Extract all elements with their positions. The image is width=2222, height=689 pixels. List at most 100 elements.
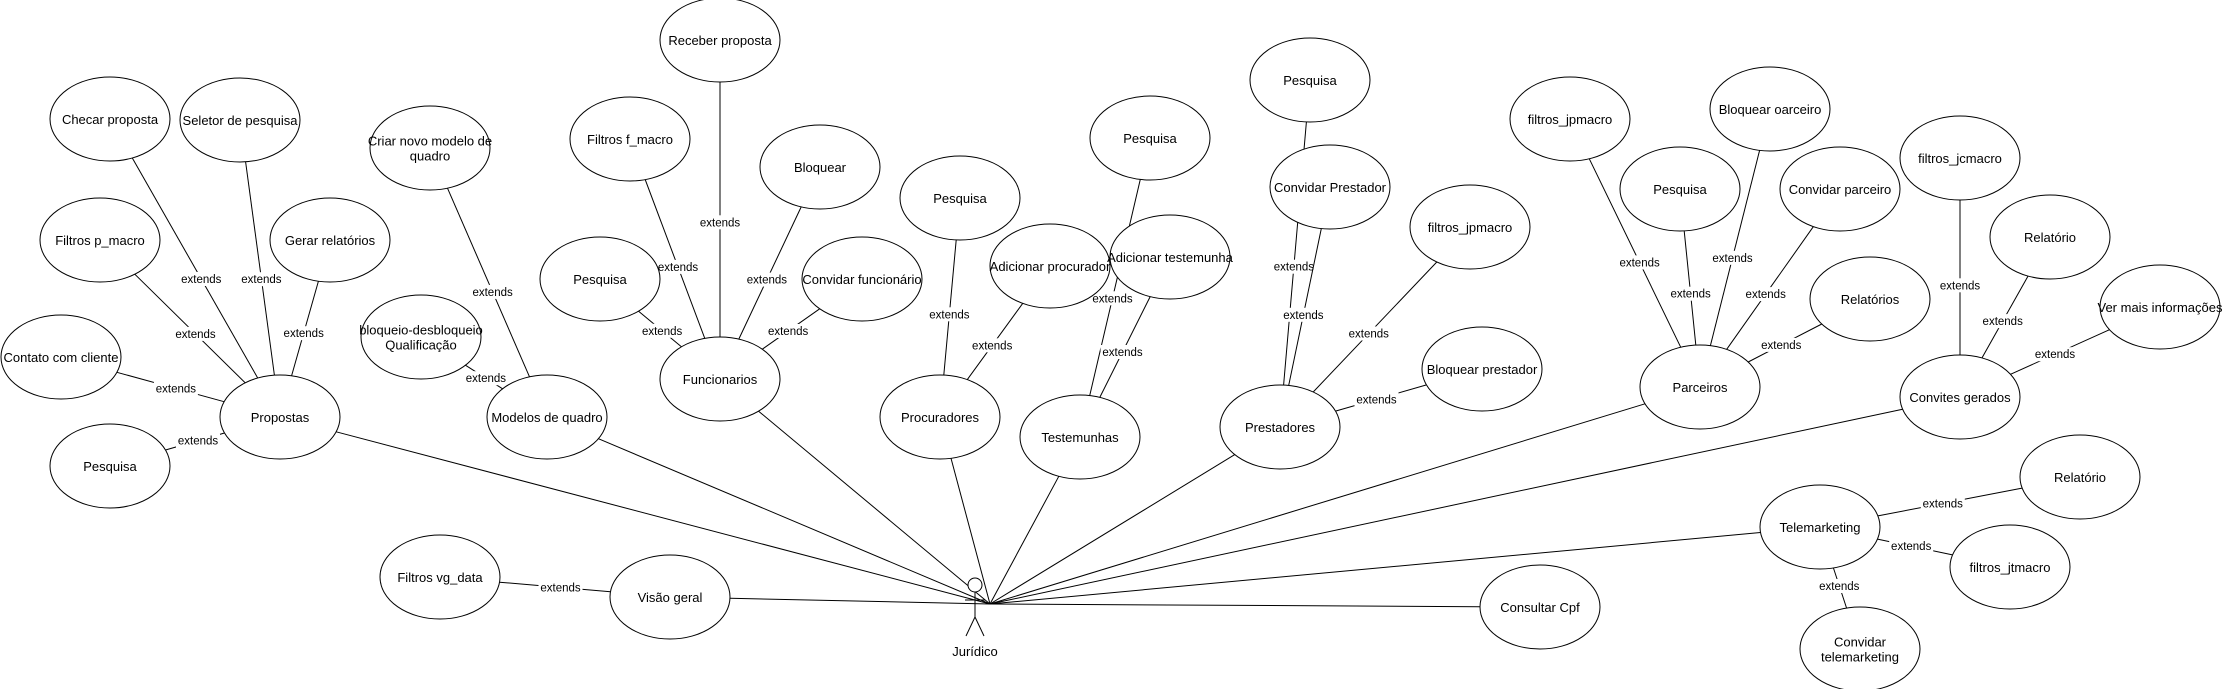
use-case-procuradores[interactable]: Procuradores	[879, 374, 1001, 460]
use-case-ellipse	[1409, 184, 1531, 270]
use-case-pesquisa-test[interactable]: Pesquisa	[1089, 95, 1211, 181]
use-case-ellipse	[569, 96, 691, 182]
extend-pesquisa-proc: extends	[927, 239, 972, 376]
extend-label: extends	[1670, 289, 1711, 301]
use-case-convidar-parceiro[interactable]: Convidar parceiro	[1779, 146, 1901, 232]
use-case-contato-cliente[interactable]: Contato com cliente	[0, 314, 122, 400]
use-case-label: Pesquisa	[1653, 182, 1707, 197]
use-case-checar-proposta[interactable]: Checar proposta	[49, 76, 171, 162]
use-case-propostas[interactable]: Propostas	[219, 374, 341, 460]
use-case-ellipse	[1421, 326, 1543, 412]
use-case-label: Convidar funcionário	[802, 272, 921, 287]
use-case-ellipse	[1479, 564, 1601, 650]
use-case-relatorio-tele[interactable]: Relatório	[2019, 434, 2141, 520]
actor-juridico[interactable]: Jurídico	[952, 577, 998, 659]
use-case-pesquisa-parc[interactable]: Pesquisa	[1619, 146, 1741, 232]
extend-label-bg	[1354, 392, 1399, 407]
extend-label: extends	[1274, 262, 1315, 274]
use-case-label: Convidar Prestador	[1274, 180, 1387, 195]
extend-criar-modelo: extends	[447, 188, 530, 377]
association-funcionarios	[758, 410, 991, 605]
use-case-convidar-prestador[interactable]: Convidar Prestador	[1269, 144, 1391, 230]
extend-line	[1709, 150, 1761, 346]
use-case-pesquisa-propostas[interactable]: Pesquisa	[49, 423, 171, 509]
extend-label: extends	[1819, 581, 1860, 593]
use-case-filtros-f-macro[interactable]: Filtros f_macro	[569, 96, 691, 182]
extend-label: extends	[1619, 257, 1660, 269]
extend-filtros-p-macro: extends	[134, 273, 246, 384]
use-case-adicionar-procurador[interactable]: Adicionar procurador	[989, 223, 1111, 309]
extend-line	[1089, 179, 1141, 396]
use-case-label: Qualificação	[385, 338, 457, 353]
use-case-ellipse	[1109, 214, 1231, 300]
use-case-filtros-vg-data[interactable]: Filtros vg_data	[379, 534, 501, 620]
extend-line	[1288, 228, 1322, 386]
use-case-convites-gerados[interactable]: Convites gerados	[1899, 354, 2021, 440]
use-case-convidar-funcionario[interactable]: Convidar funcionário	[801, 236, 923, 322]
use-case-consultar-cpf[interactable]: Consultar Cpf	[1479, 564, 1601, 650]
use-case-label: Relatório	[2024, 230, 2076, 245]
use-case-ellipse	[1219, 384, 1341, 470]
extend-convidar-funcionario: extends	[762, 308, 820, 350]
use-case-ellipse	[1799, 606, 1921, 689]
use-case-label: Procuradores	[901, 410, 980, 425]
use-case-testemunhas[interactable]: Testemunhas	[1019, 394, 1141, 480]
use-case-pesquisa-prest[interactable]: Pesquisa	[1249, 37, 1371, 123]
extend-label: extends	[1940, 280, 1981, 292]
use-case-filtros-jcmacro[interactable]: filtros_jcmacro	[1899, 115, 2021, 201]
use-case-ellipse	[1509, 76, 1631, 162]
extend-pesquisa-func: extends	[638, 310, 685, 348]
extend-label: extends	[1923, 498, 1964, 510]
extend-label: extends	[156, 384, 197, 396]
use-case-visao-geral[interactable]: Visão geral	[609, 554, 731, 640]
extend-label-bg	[970, 338, 1015, 353]
extend-label: extends	[658, 262, 699, 274]
use-case-label: Funcionarios	[683, 372, 758, 387]
extend-receber-proposta: extends	[698, 82, 742, 337]
use-case-relatorios-parc[interactable]: Relatórios	[1809, 256, 1931, 342]
use-case-adicionar-testemunha[interactable]: Adicionar testemunha	[1107, 214, 1234, 300]
use-case-relatorio-conv[interactable]: Relatório	[1989, 194, 2111, 280]
use-case-filtros-jpmacro-prest[interactable]: filtros_jpmacro	[1409, 184, 1531, 270]
use-case-label: Convites gerados	[1909, 390, 2011, 405]
extend-convidar-telemarketing: extends	[1817, 567, 1862, 609]
use-case-pesquisa-proc[interactable]: Pesquisa	[899, 155, 1021, 241]
use-case-gerar-relatorios[interactable]: Gerar relatórios	[269, 197, 391, 283]
extend-label-bg	[1346, 326, 1391, 341]
extend-filtros-vg-data: extends	[499, 580, 611, 595]
use-case-label: Adicionar testemunha	[1107, 250, 1234, 265]
use-case-seletor-pesquisa[interactable]: Seletor de pesquisa	[179, 77, 301, 163]
use-case-label: Consultar Cpf	[1500, 600, 1580, 615]
use-case-parceiros[interactable]: Parceiros	[1639, 344, 1761, 430]
use-case-filtros-p-macro[interactable]: Filtros p_macro	[39, 197, 161, 283]
use-case-telemarketing[interactable]: Telemarketing	[1759, 484, 1881, 570]
extend-label: extends	[284, 328, 325, 340]
extend-label: extends	[241, 274, 282, 286]
use-case-ellipse	[1709, 66, 1831, 152]
use-case-funcionarios[interactable]: Funcionarios	[659, 336, 781, 422]
use-case-modelos-quadro[interactable]: Modelos de quadro	[486, 374, 608, 460]
use-case-filtros-jpmacro-parc[interactable]: filtros_jpmacro	[1509, 76, 1631, 162]
use-case-filtros-jtmacro[interactable]: filtros_jtmacro	[1949, 524, 2071, 610]
actor-left-leg	[965, 616, 976, 637]
use-case-pesquisa-func[interactable]: Pesquisa	[539, 236, 661, 322]
use-case-bloquear-oarceiro[interactable]: Bloquear oarceiro	[1709, 66, 1831, 152]
use-case-bloquear-prestador[interactable]: Bloquear prestador	[1421, 326, 1543, 412]
use-case-label: telemarketing	[1821, 650, 1899, 665]
use-case-label: Relatório	[2054, 470, 2106, 485]
use-case-ellipse	[49, 423, 171, 509]
extend-bloqueio-qualificacao: extends	[463, 364, 508, 390]
extend-label-bg	[463, 371, 508, 386]
use-case-ellipse	[659, 336, 781, 422]
extend-label-bg	[1920, 496, 1965, 511]
use-case-ver-mais-info[interactable]: Ver mais informações	[2098, 264, 2222, 350]
use-case-prestadores[interactable]: Prestadores	[1219, 384, 1341, 470]
use-case-bloquear-func[interactable]: Bloquear	[759, 124, 881, 210]
use-case-receber-proposta[interactable]: Receber proposta	[659, 0, 781, 83]
